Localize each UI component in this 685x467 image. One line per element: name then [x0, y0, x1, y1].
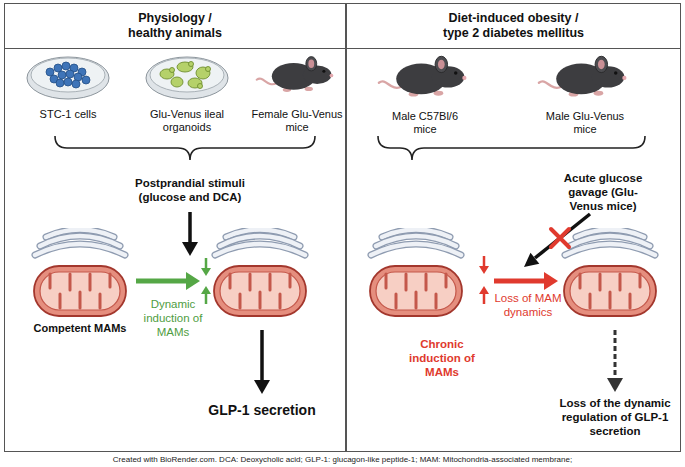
grouping-bracket — [55, 136, 315, 160]
process-label: Chronic induction of MAMs — [402, 338, 482, 379]
mam-illustration: Competent MAMs — [20, 228, 140, 335]
cross-stroke — [551, 229, 569, 247]
arrow-head — [524, 253, 539, 267]
gavage-arrow — [524, 214, 590, 267]
loss-arrow — [494, 272, 558, 290]
secretion-arrow — [254, 330, 270, 394]
panel-header: Diet-induced obesity / type 2 diabetes m… — [347, 4, 680, 49]
mouse-icon — [379, 56, 467, 96]
outcome-label: GLP-1 secretion — [192, 402, 332, 419]
organoid-dish — [146, 57, 228, 99]
induction-arrow — [136, 272, 200, 290]
arrow-shaft — [535, 214, 590, 258]
cell-culture-dish — [27, 57, 109, 99]
arrow-head — [201, 268, 211, 276]
arrow-shaft — [614, 330, 617, 380]
arrow-head — [607, 378, 623, 392]
node-illustration — [23, 52, 113, 100]
stimulus-label: Acute glucose gavage (Glu-Venus mice) — [553, 172, 653, 213]
arrow-shaft — [260, 330, 264, 382]
node-caption: Male Glu-Venus mice — [542, 110, 628, 136]
arrow-shaft — [136, 279, 188, 284]
mouse-icon: Male C57Bl/6 mice — [375, 46, 475, 136]
arrow-head — [544, 272, 558, 290]
node-caption: Competent MAMs — [20, 322, 140, 335]
arrow-head — [186, 272, 200, 290]
node-caption: STC-1 cells — [23, 108, 113, 121]
cell-culture-dish: STC-1 cells — [23, 52, 113, 121]
mouse-icon: Male Glu-Venus mice — [535, 46, 635, 136]
process-label: Loss of MAM dynamics — [492, 292, 564, 320]
node-illustration — [375, 46, 475, 104]
arrow-head — [201, 286, 211, 294]
panel-box: Physiology / healthy animalsSTC-1 cellsG… — [4, 3, 346, 452]
grouping-bracket — [378, 136, 645, 160]
organoid-dish: Glu-Venus ileal organoids — [137, 52, 237, 134]
arrow-head — [182, 242, 198, 256]
arrow-head — [254, 380, 270, 394]
node-illustration — [20, 228, 140, 320]
panel-heading: Physiology / healthy animals — [119, 11, 231, 41]
node-illustration — [137, 52, 237, 100]
mam-illustration — [370, 230, 462, 317]
mouse-icon — [257, 57, 334, 92]
node-caption: Glu-Venus ileal organoids — [137, 108, 237, 134]
mouse-icon: Female Glu-Venus mice — [247, 46, 347, 134]
blocked-cross — [551, 229, 569, 247]
panel-box: Diet-induced obesity / type 2 diabetes m… — [346, 3, 681, 452]
panel-header: Physiology / healthy animals — [5, 4, 345, 49]
figure-caption: Created with BioRender.com. DCA: Deoxych… — [0, 455, 685, 465]
dashed-arrow — [607, 330, 623, 392]
arrow-head — [479, 286, 489, 294]
node-illustration — [247, 46, 347, 100]
arrow-shaft — [188, 212, 192, 244]
converging-arrows — [201, 258, 211, 304]
panel-heading: Diet-induced obesity / type 2 diabetes m… — [439, 11, 589, 41]
converging-arrows — [479, 256, 489, 304]
node-caption: Female Glu-Venus mice — [247, 108, 347, 134]
mam-illustration — [34, 230, 126, 317]
mam-illustration — [564, 230, 656, 317]
arrow-head — [479, 266, 489, 274]
stimulus-arrow — [182, 212, 198, 256]
mam-illustration — [214, 230, 306, 317]
arrow-shaft — [494, 279, 546, 284]
outcome-label: Loss of the dynamic regulation of GLP-1 … — [556, 397, 674, 438]
mouse-icon — [539, 56, 627, 96]
cross-stroke — [551, 229, 569, 247]
node-caption: Male C57Bl/6 mice — [382, 110, 468, 136]
node-illustration — [535, 46, 635, 104]
stimulus-label: Postprandial stimuli (glucose and DCA) — [115, 177, 265, 205]
process-label: Dynamic induction of MAMs — [138, 298, 208, 339]
